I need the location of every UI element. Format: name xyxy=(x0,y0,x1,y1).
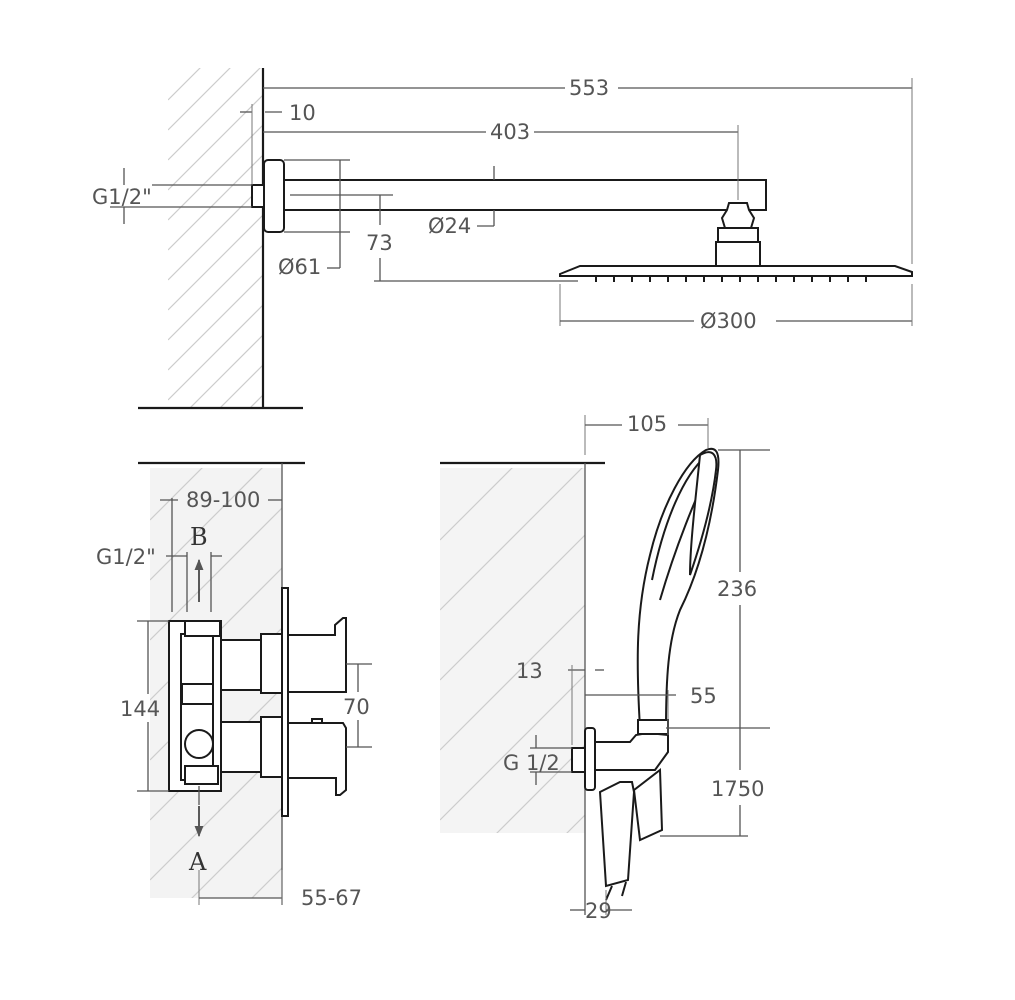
hand-shower-spray xyxy=(689,451,718,576)
dim-body-height: 144 xyxy=(120,697,160,721)
dim-inlet-thread: G1/2" xyxy=(92,185,152,209)
cover-plate xyxy=(281,587,289,817)
hose-connector xyxy=(598,781,636,888)
shower-holder xyxy=(594,731,669,771)
outlet-port xyxy=(184,620,221,637)
dim-holder-depth: 55 xyxy=(690,684,717,708)
wall-shade-hand xyxy=(440,468,585,833)
lower-handle xyxy=(287,722,347,796)
label-outlet: B xyxy=(190,523,208,551)
dim-hand-thread: G 1/2 xyxy=(503,751,560,775)
joint-base xyxy=(715,241,761,268)
dim-head-width: 105 xyxy=(627,412,667,436)
hose xyxy=(605,881,627,901)
swivel-joint xyxy=(720,202,756,229)
dim-valve-thread: G1/2" xyxy=(96,545,156,569)
hand-shower-view: 105 236 13 55 G 1/2 1750 29 xyxy=(440,412,770,923)
inlet-port xyxy=(184,765,219,785)
inlet-fitting xyxy=(251,184,265,208)
dim-depth-range: 89-100 xyxy=(186,488,260,512)
upper-cartridge-cap xyxy=(260,633,284,694)
dim-wall-offset: 10 xyxy=(289,101,316,125)
inlet-port-circle xyxy=(184,729,214,759)
dim-wall-offset-hand: 13 xyxy=(516,659,543,683)
wall-outlet-stub xyxy=(571,747,587,773)
overhead-shower-view: 553 10 403 G1/2" Ø24 73 Ø61 xyxy=(92,68,913,410)
dim-hose-length: 1750 xyxy=(711,777,764,801)
joint-neck xyxy=(717,227,759,243)
upper-cartridge xyxy=(220,639,262,691)
mixing-valve-view: 89-100 B G1/2" 144 70 A 55-67 xyxy=(96,461,372,910)
lower-cartridge-cap xyxy=(260,716,284,778)
shower-head xyxy=(559,265,913,277)
handle-indicator xyxy=(311,718,323,724)
wall-flange xyxy=(263,159,285,233)
dim-arm-diameter: Ø24 xyxy=(428,214,471,238)
dim-outlet-depth: 29 xyxy=(585,899,612,923)
dim-handle-projection: 55-67 xyxy=(301,886,362,910)
hand-shower-collar xyxy=(637,719,669,735)
head-nozzles xyxy=(595,276,867,282)
dim-handle-spacing: 70 xyxy=(343,695,370,719)
wall-outlet-flange xyxy=(584,727,596,791)
dim-drop-height: 73 xyxy=(366,231,393,255)
dim-overall-length: 553 xyxy=(569,76,609,100)
dim-head-length: 236 xyxy=(717,577,757,601)
upper-chamber xyxy=(181,683,214,705)
upper-handle xyxy=(287,617,347,693)
wall-hatching-hand xyxy=(440,468,585,833)
label-inlet: A xyxy=(188,848,207,876)
dim-arm-length: 403 xyxy=(490,120,530,144)
lower-cartridge xyxy=(220,721,262,773)
wall-hatching-top xyxy=(168,68,263,408)
dim-flange-diameter: Ø61 xyxy=(278,255,321,279)
hose-loop xyxy=(632,768,664,842)
dim-head-diameter: Ø300 xyxy=(700,309,757,333)
